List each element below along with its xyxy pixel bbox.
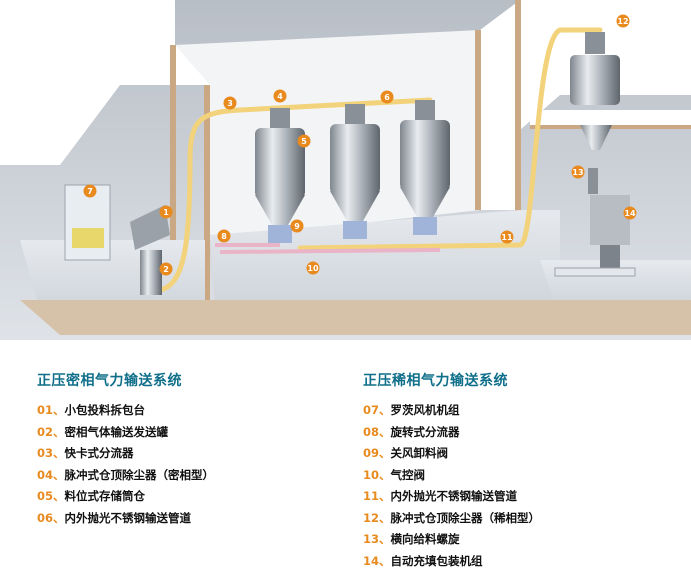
legend-number: 13、 bbox=[363, 532, 391, 546]
callout-marker bbox=[500, 230, 514, 244]
legend-number: 09、 bbox=[363, 446, 391, 460]
callout-marker bbox=[297, 134, 311, 148]
legend-number: 11、 bbox=[363, 489, 391, 503]
legend-item: 03、快卡式分流器 bbox=[37, 443, 214, 465]
bag-dump-station bbox=[130, 205, 170, 295]
callout-marker-label: 8 bbox=[221, 232, 227, 241]
legend-number: 10、 bbox=[363, 467, 391, 482]
callout-marker bbox=[306, 261, 320, 275]
legend-text: 脉冲式仓顶除尘器（稀相型） bbox=[390, 510, 541, 525]
legend-text: 脉冲式仓顶除尘器（密相型） bbox=[64, 467, 215, 482]
callout-marker-label: 4 bbox=[277, 92, 283, 101]
legend-text: 罗茨风机机组 bbox=[390, 403, 460, 417]
callout-marker bbox=[616, 14, 630, 28]
legend-item: 13、横向给料螺旋 bbox=[363, 529, 540, 551]
silo bbox=[400, 100, 450, 235]
legend-text: 内外抛光不锈钢输送管道 bbox=[64, 510, 192, 525]
silo bbox=[330, 104, 380, 239]
legend-item: 04、脉冲式仓顶除尘器（密相型） bbox=[37, 465, 214, 487]
legend-number: 01、 bbox=[37, 403, 65, 417]
right-wall bbox=[480, 0, 691, 210]
callout-marker bbox=[290, 219, 304, 233]
legend-item: 14、自动充填包装机组 bbox=[363, 551, 540, 573]
legend-item: 06、内外抛光不锈钢输送管道 bbox=[37, 508, 214, 530]
legend-number: 07、 bbox=[363, 403, 391, 417]
callout-marker bbox=[217, 229, 231, 243]
legend-number: 06、 bbox=[37, 510, 65, 525]
callout-marker-label: 10 bbox=[307, 264, 319, 273]
main-floor bbox=[210, 210, 560, 305]
callout-marker bbox=[273, 89, 287, 103]
callout-marker-label: 5 bbox=[301, 137, 307, 146]
legend-text: 内外抛光不锈钢输送管道 bbox=[390, 489, 518, 503]
legend-item: 12、脉冲式仓顶除尘器（稀相型） bbox=[363, 508, 540, 530]
upper-platform bbox=[530, 110, 691, 125]
legend-text: 横向给料螺旋 bbox=[390, 532, 460, 546]
legend-number: 03、 bbox=[37, 446, 65, 460]
callout-marker bbox=[83, 184, 97, 198]
floor-slab-edge bbox=[20, 300, 691, 335]
callout-marker-label: 12 bbox=[617, 17, 628, 26]
return-line bbox=[215, 243, 441, 254]
legend-item: 01、小包投料拆包台 bbox=[37, 400, 214, 422]
legend-item: 11、内外抛光不锈钢输送管道 bbox=[363, 486, 540, 508]
legend-title: 正压稀相气力输送系统 bbox=[363, 373, 508, 389]
legend-number: 02、 bbox=[37, 424, 65, 439]
silo bbox=[255, 108, 305, 243]
callout-marker bbox=[159, 205, 173, 219]
dense-phase-pipe bbox=[157, 97, 433, 293]
roots-blower-unit bbox=[64, 184, 111, 261]
legend-title: 正压密相气力输送系统 bbox=[37, 373, 182, 389]
callout-marker-label: 3 bbox=[227, 99, 233, 108]
legend-text: 关风卸料阀 bbox=[390, 446, 449, 460]
callout-marker bbox=[380, 90, 394, 104]
legend-item: 02、密相气体输送发送罐 bbox=[37, 422, 214, 444]
legend-text: 密相气体输送发送罐 bbox=[64, 424, 169, 439]
callout-marker-label: 14 bbox=[624, 209, 636, 218]
callout-marker-label: 11 bbox=[501, 233, 513, 242]
callout-marker-label: 9 bbox=[294, 222, 300, 231]
callout-marker bbox=[623, 206, 637, 220]
dilute-phase-pipe bbox=[297, 27, 603, 251]
legend-text: 旋转式分流器 bbox=[390, 424, 460, 439]
legend-item: 10、气控阀 bbox=[363, 465, 540, 487]
legend-item: 09、关风卸料阀 bbox=[363, 443, 540, 465]
legend-text: 小包投料拆包台 bbox=[64, 403, 146, 417]
legend-number: 12、 bbox=[363, 510, 391, 525]
callout-marker bbox=[223, 96, 237, 110]
legend-number: 14、 bbox=[363, 553, 391, 568]
wall-edge bbox=[475, 30, 481, 210]
callout-marker-label: 7 bbox=[87, 187, 93, 196]
wall-edge bbox=[204, 85, 210, 305]
callout-marker bbox=[159, 262, 173, 276]
roof-dust-collector bbox=[570, 32, 620, 150]
legend-text: 自动充填包装机组 bbox=[390, 553, 483, 568]
callout-marker-label: 1 bbox=[163, 208, 169, 217]
left-wall bbox=[0, 0, 210, 165]
packaging-machine bbox=[554, 168, 636, 277]
legend-number: 04、 bbox=[37, 467, 65, 482]
legend-number: 08、 bbox=[363, 424, 391, 439]
legend-item: 08、旋转式分流器 bbox=[363, 422, 540, 444]
legend-item: 07、罗茨风机机组 bbox=[363, 400, 540, 422]
legend-number: 05、 bbox=[37, 489, 65, 503]
callout-marker-label: 2 bbox=[163, 265, 169, 274]
callout-marker-label: 6 bbox=[384, 93, 390, 102]
legend-text: 气控阀 bbox=[390, 467, 426, 482]
callout-marker-label: 13 bbox=[572, 168, 583, 177]
callout-marker bbox=[571, 165, 585, 179]
legend-text: 快卡式分流器 bbox=[64, 446, 134, 460]
legend-item: 05、料位式存储筒仓 bbox=[37, 486, 214, 508]
legend-text: 料位式存储筒仓 bbox=[64, 489, 146, 503]
wall-edge bbox=[170, 45, 176, 295]
wall-edge bbox=[515, 0, 521, 215]
